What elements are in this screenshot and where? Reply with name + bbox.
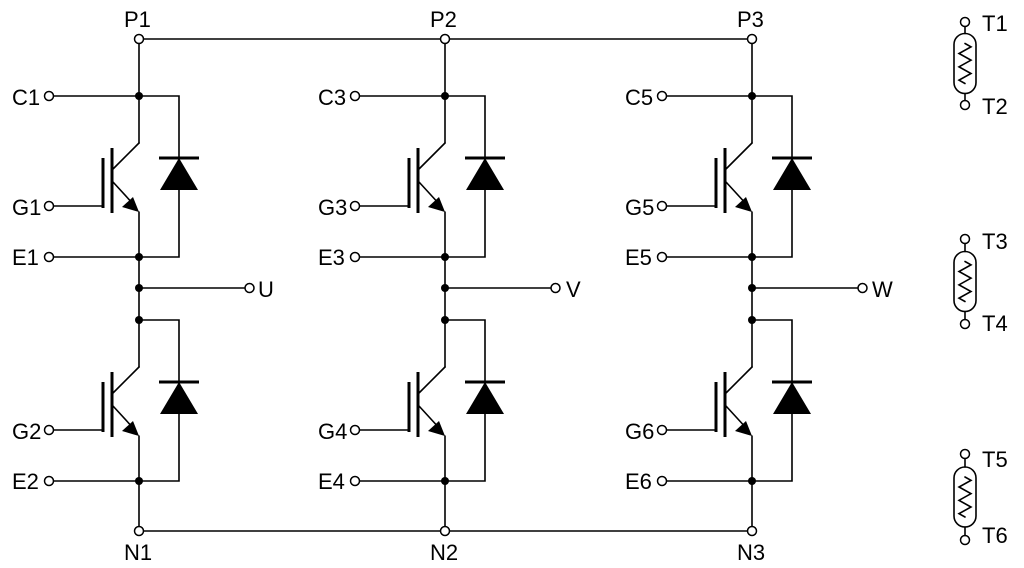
collector-lead [418,142,446,170]
terminal-label-e6: E6 [625,469,652,494]
terminal-label-t1: T1 [982,11,1008,36]
bus-terminal-positive [133,33,145,45]
diode-icon [773,158,811,190]
emitter-arrow-icon [122,197,139,212]
emitter-arrow-icon [428,421,445,436]
terminal-label-p3: P3 [737,7,764,32]
thermistor [953,233,977,330]
gate-terminal [43,424,55,436]
resistor-zigzag-icon [957,42,973,85]
collector-terminal [656,90,668,102]
collector-lead [725,366,753,394]
thermistor-terminal [959,99,971,111]
thermistor-terminal [959,534,971,546]
emitter-arrow-icon [428,197,445,212]
terminal-label-t6: T6 [982,523,1008,548]
terminal-label-t4: T4 [982,311,1008,336]
thermistor-body [953,32,977,95]
diode-icon [773,382,811,414]
terminal-label-n3: N3 [737,540,765,565]
bus-terminal-positive [439,33,451,45]
gate-terminal [656,424,668,436]
thermistor [953,448,977,546]
thermistor-terminal [959,448,971,460]
gate-terminal [43,200,55,212]
bus-terminal-positive [746,33,758,45]
terminal-label-t2: T2 [982,94,1008,119]
thermistor-body [953,466,977,528]
terminal-label-p2: P2 [430,7,457,32]
emitter-terminal [349,475,361,487]
terminal-label-g3: G3 [318,195,347,220]
emitter-terminal [43,475,55,487]
bus-terminal-negative [133,525,145,537]
diode-icon [160,158,198,190]
thermistor-terminal [959,318,971,330]
terminal-label-e2: E2 [12,469,39,494]
bus-terminal-negative [746,525,758,537]
gate-terminal [656,200,668,212]
collector-lead [418,366,446,394]
inverter-leg [349,33,561,537]
terminal-label-e1: E1 [12,245,39,270]
terminal-label-g5: G5 [625,195,654,220]
emitter-arrow-icon [735,197,752,212]
gate-terminal [349,200,361,212]
terminal-label-p1: P1 [124,7,151,32]
phase-output-terminal [244,282,255,294]
terminal-label-e3: E3 [318,245,345,270]
terminal-label-c3: C3 [318,85,346,110]
thermistor-terminal [959,16,971,28]
thermistor-body [953,250,977,313]
terminal-label-g4: G4 [318,419,347,444]
terminal-label-c1: C1 [12,85,40,110]
terminal-label-w: W [872,277,893,302]
inverter-leg [656,33,868,537]
terminal-label-g1: G1 [12,195,41,220]
inverter-leg [43,33,255,537]
terminal-label-g2: G2 [12,419,41,444]
collector-terminal [349,90,361,102]
resistor-zigzag-icon [957,260,973,303]
terminal-label-n2: N2 [430,540,458,565]
bus-terminal-negative [439,525,451,537]
terminal-label-t5: T5 [982,447,1008,472]
collector-lead [112,366,140,394]
thermistor-terminal [959,233,971,245]
emitter-arrow-icon [735,421,752,436]
collector-lead [725,142,753,170]
diode-icon [466,382,504,414]
terminal-label-t3: T3 [982,229,1008,254]
emitter-arrow-icon [122,421,139,436]
terminal-label-n1: N1 [124,540,152,565]
emitter-terminal [349,251,361,263]
phase-output-terminal [550,282,561,294]
terminal-label-e5: E5 [625,245,652,270]
collector-terminal [43,90,55,102]
terminal-label-u: U [258,277,274,302]
phase-output-terminal [857,282,868,294]
diode-icon [466,158,504,190]
terminal-label-e4: E4 [318,469,345,494]
terminal-label-g6: G6 [625,419,654,444]
collector-lead [112,142,140,170]
resistor-zigzag-icon [957,476,973,518]
emitter-terminal [43,251,55,263]
gate-terminal [349,424,361,436]
terminal-label-c5: C5 [625,85,653,110]
thermistor [953,16,977,111]
diode-icon [160,382,198,414]
terminal-label-v: V [566,277,581,302]
emitter-terminal [656,475,668,487]
emitter-terminal [656,251,668,263]
